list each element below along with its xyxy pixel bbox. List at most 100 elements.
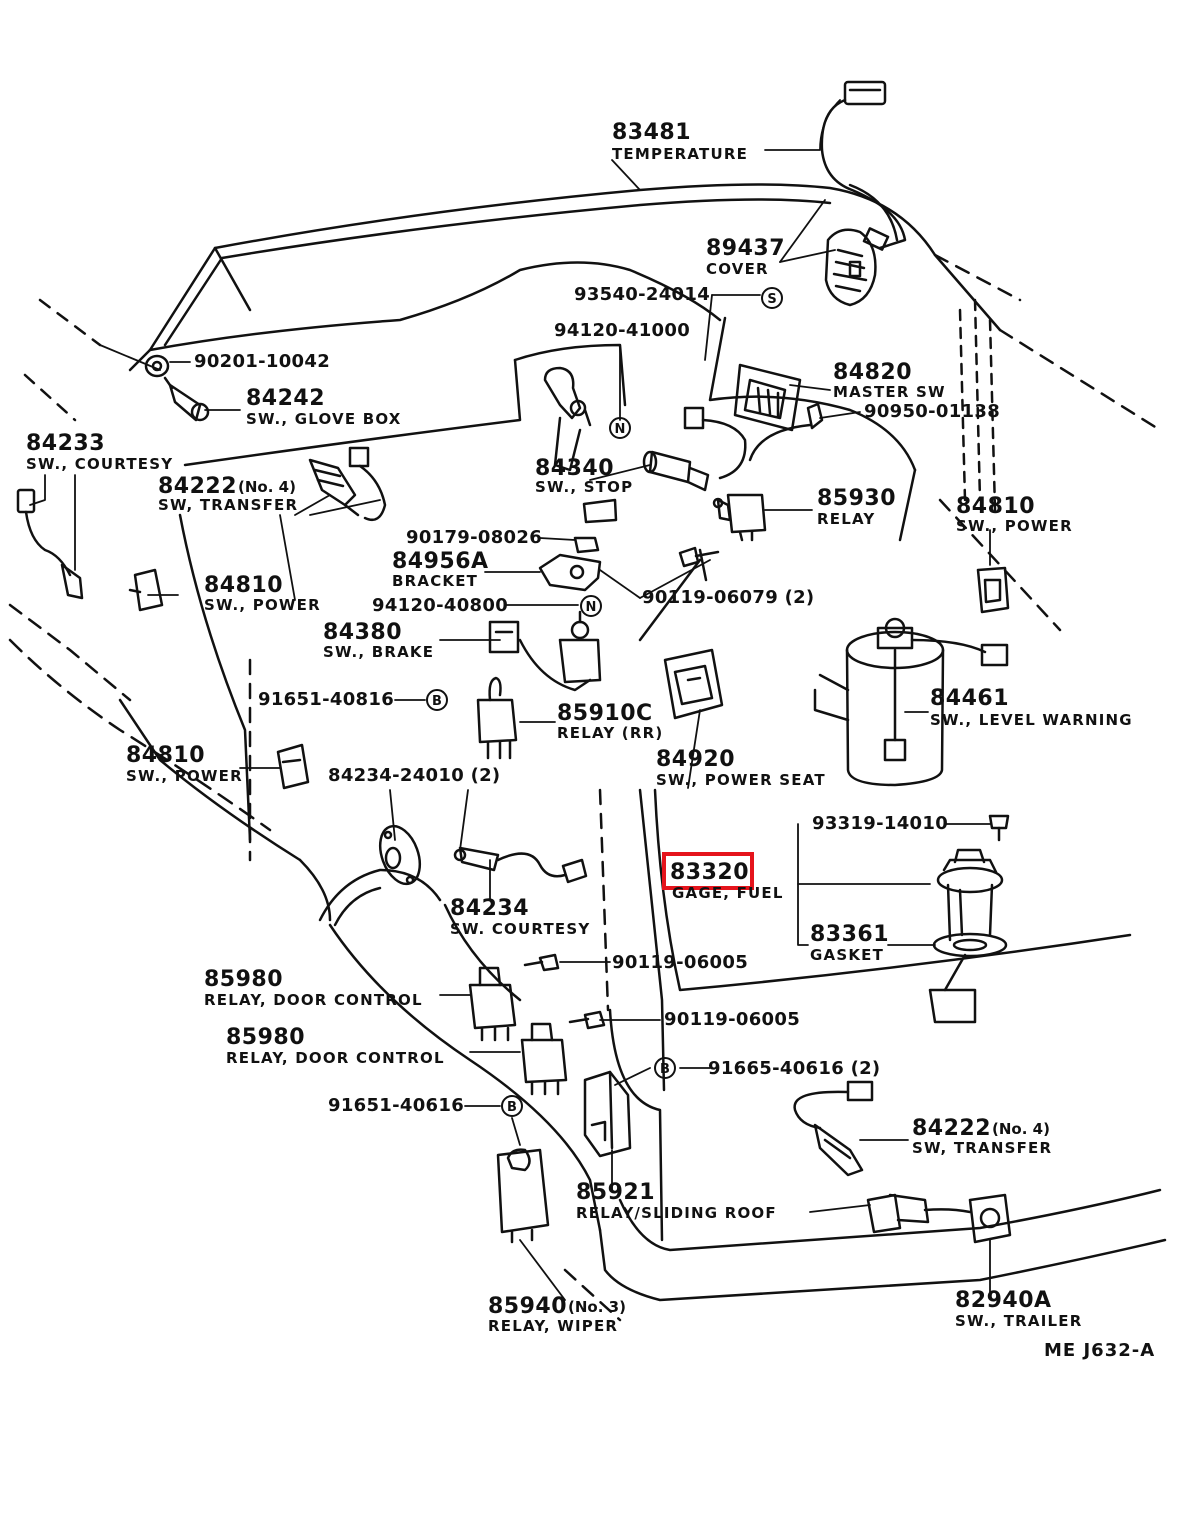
part-number: 84461 (930, 686, 1010, 711)
transfer-switch-upper-icon (308, 446, 387, 522)
symbol-n-text: N (586, 600, 597, 615)
relay-85930-icon (712, 493, 767, 542)
part-number: 85910C (557, 701, 653, 726)
part-suffix: (No. 4) (992, 1120, 1050, 1138)
part-number: 91665-40616 (2) (708, 1058, 881, 1079)
part-number: 84234-24010 (2) (328, 765, 501, 786)
part-suffix: (No. 4) (238, 478, 296, 496)
part-number: 83361 (810, 922, 890, 947)
part-number: 84920 (656, 747, 736, 772)
part-number: 84234 (450, 896, 530, 921)
highlight-box (662, 852, 754, 890)
part-number: 91651-40816 (258, 689, 395, 710)
flange-icon (378, 824, 422, 886)
part-number: 84380 (323, 620, 403, 645)
power-switch-right-icon (976, 566, 1010, 614)
part-number: 90179-08026 (406, 527, 543, 548)
screw-icon (678, 546, 720, 582)
part-name: SW., POWER SEAT (656, 771, 826, 789)
fuel-gage-sender-icon (928, 848, 1008, 1024)
part-name: GAGE, FUEL (672, 884, 784, 902)
symbol-n-text: N (615, 422, 626, 437)
screw-93319-icon (988, 814, 1010, 842)
symbol-b-text: B (507, 1100, 517, 1115)
level-warning-switch-icon (813, 617, 1009, 787)
wiper-relay-icon (496, 1148, 550, 1244)
part-name: RELAY, DOOR CONTROL (204, 991, 423, 1009)
part-name: RELAY (817, 510, 876, 528)
screw-90119-icon (523, 953, 606, 1030)
part-name: SW., TRAILER (955, 1312, 1083, 1330)
part-name: SW., LEVEL WARNING (930, 711, 1133, 729)
part-name: RELAY, DOOR CONTROL (226, 1049, 445, 1067)
symbol-b-text: B (660, 1062, 670, 1077)
part-name: RELAY (RR) (557, 724, 664, 742)
part-number: 84340 (535, 456, 615, 481)
part-name: SW, TRANSFER (158, 496, 299, 514)
part-name: MASTER SW (833, 383, 946, 401)
part-number: 84810 (126, 743, 206, 768)
door-control-relay-upper-icon (468, 966, 517, 1042)
power-switch-lower-icon (276, 743, 310, 790)
diagram-code: ME J632-A (1044, 1340, 1156, 1361)
part-name: SW., STOP (535, 478, 634, 496)
door-control-relay-lower-icon (520, 1022, 568, 1096)
part-number: 83481 (612, 120, 692, 145)
courtesy-switch-left-icon (16, 488, 84, 600)
part-number: 91651-40616 (328, 1095, 465, 1116)
stop-switch-icon (582, 406, 747, 524)
temperature-sensor-icon (820, 80, 907, 251)
part-number: 84233 (26, 431, 106, 456)
bracket-84956a-icon (538, 536, 602, 592)
part-name: BRACKET (392, 572, 479, 590)
power-seat-switch-icon (663, 648, 724, 720)
part-name: RELAY, WIPER (488, 1317, 619, 1335)
part-name: RELAY/SLIDING ROOF (576, 1204, 777, 1222)
fastener-symbol-letters: S N N B B B (432, 292, 777, 1115)
trailer-switch-icon (866, 1193, 1012, 1244)
part-name: GASKET (810, 946, 885, 964)
power-switch-mid-icon (128, 568, 164, 612)
fastener-symbols (426, 287, 783, 1117)
vehicle-body-outline (8, 183, 1167, 1322)
part-number: 90119-06005 (664, 1009, 801, 1030)
part-number: 84810 (204, 573, 284, 598)
part-number: 90119-06079 (2) (642, 587, 815, 608)
master-switch-icon (733, 363, 824, 432)
symbol-s-text: S (767, 292, 776, 307)
relay-85910c-icon (476, 676, 518, 760)
glove-box-switch-icon (144, 354, 210, 422)
transfer-switch-lower-icon (793, 1080, 874, 1177)
part-number: 85921 (576, 1180, 656, 1205)
leader-lines (29, 99, 991, 1301)
part-name: TEMPERATURE (612, 145, 749, 163)
part-number: 85940 (488, 1294, 568, 1319)
part-number: 90201-10042 (194, 351, 331, 372)
part-number: 94120-40800 (372, 595, 509, 616)
stop-switch-bracket-icon (543, 366, 592, 472)
courtesy-switch-icon (453, 846, 588, 884)
part-number: 94120-41000 (554, 320, 691, 341)
part-number: 85930 (817, 486, 897, 511)
part-number: 84242 (246, 386, 326, 411)
part-number: 84222 (158, 474, 238, 499)
part-name: SW., COURTESY (26, 455, 174, 473)
highlighted-part-number: 83320 (670, 860, 750, 885)
part-number: 93319-14010 (812, 813, 949, 834)
part-number: 89437 (706, 236, 786, 261)
part-number: 90950-01138 (864, 401, 1001, 422)
symbol-b-text: B (432, 694, 442, 709)
sliding-roof-relay-icon (583, 1070, 632, 1158)
part-number: 84222 (912, 1116, 992, 1141)
part-name: COVER (706, 260, 769, 278)
part-suffix: (No. 3) (568, 1298, 626, 1316)
part-number: 84820 (833, 360, 913, 385)
part-name: SW., BRAKE (323, 643, 435, 661)
part-name: SW., POWER (126, 767, 243, 785)
part-number: 93540-24014 (574, 284, 711, 305)
cover-icon (824, 228, 877, 307)
part-name: SW. COURTESY (450, 920, 591, 938)
part-name: SW., POWER (204, 596, 321, 614)
